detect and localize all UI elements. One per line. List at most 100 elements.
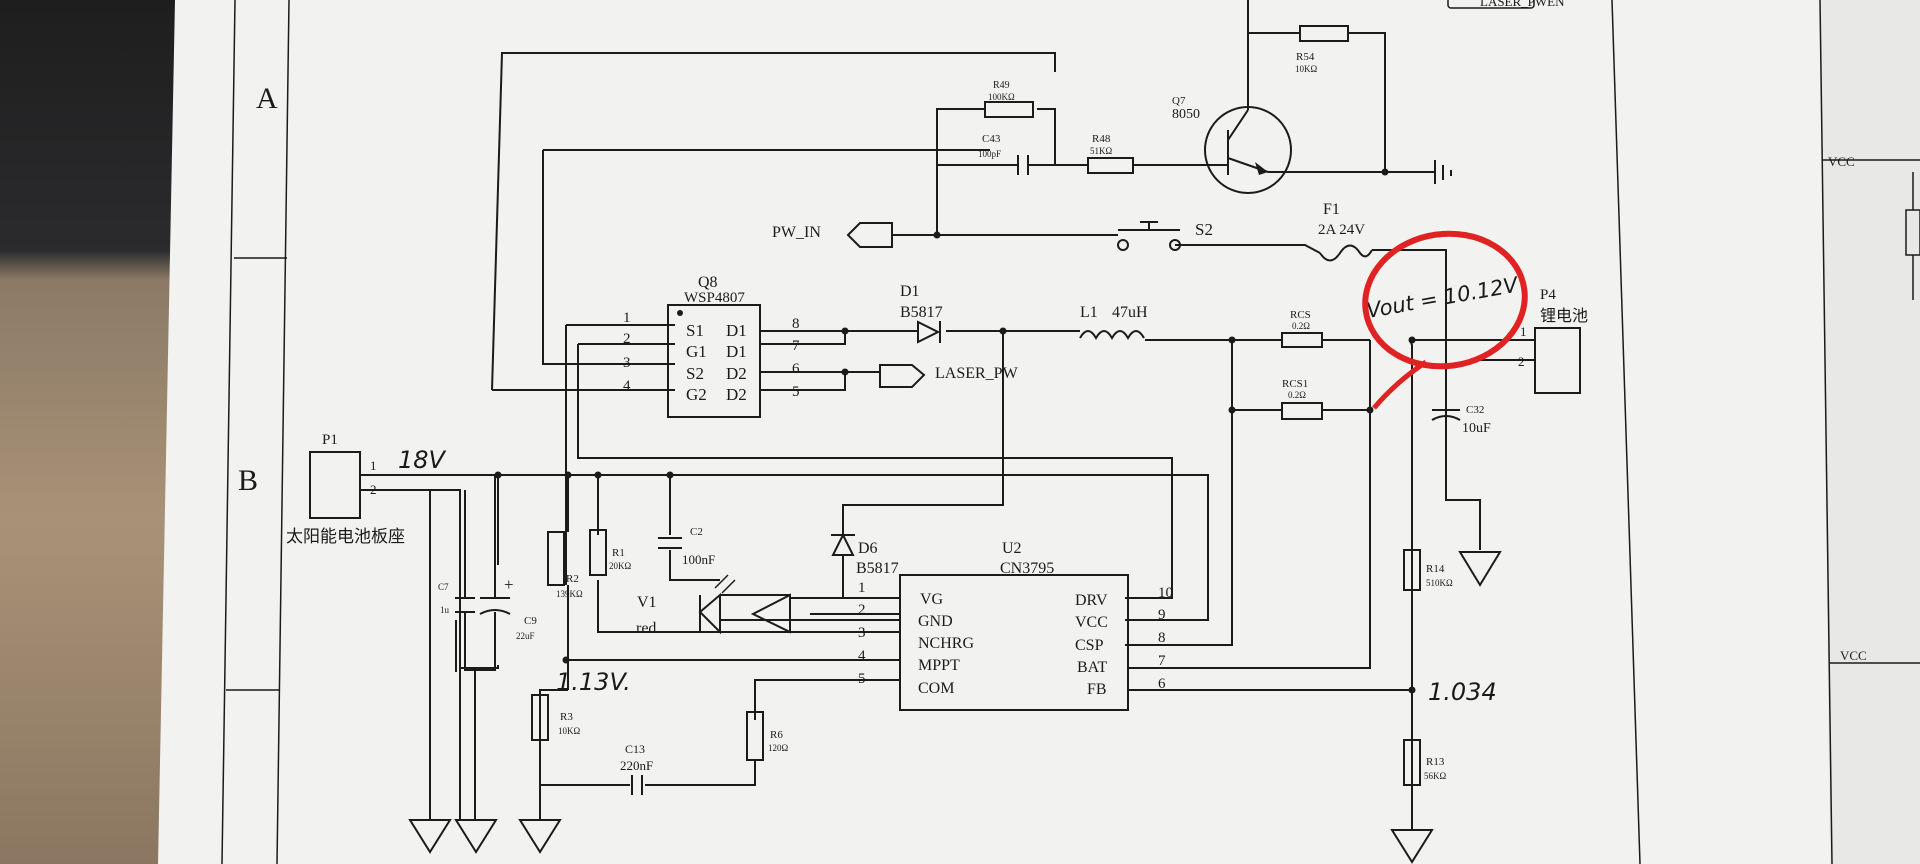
q8-pin-label-d1a: D1 xyxy=(726,321,747,340)
c13-capacitor: C13 220nF xyxy=(620,742,653,795)
q8-pin-label-s2: S2 xyxy=(686,364,704,383)
header-fragment: LASER_PWEN xyxy=(1447,0,1565,9)
r2-value: 139KΩ xyxy=(556,589,583,599)
handwritten-vin: 18V xyxy=(398,446,447,474)
q8-pin-4: 4 xyxy=(623,378,631,394)
r1-ref: R1 xyxy=(612,547,625,559)
r1-resistor: R1 20KΩ xyxy=(589,529,631,576)
u2-pin-vcc: VCC xyxy=(1075,614,1108,631)
u2-part: CN3795 xyxy=(1000,560,1054,577)
ground-symbol-top xyxy=(1434,160,1452,184)
r3-resistor: R3 10KΩ xyxy=(531,694,580,741)
u2-pinnum-7: 7 xyxy=(1158,653,1166,669)
q8-pin-label-s1: S1 xyxy=(686,321,704,340)
d6-part: B5817 xyxy=(856,560,899,577)
ground-c9 xyxy=(454,819,498,854)
u2-pin-com: COM xyxy=(918,680,954,697)
r3-value: 10KΩ xyxy=(558,726,580,736)
ground-r3 xyxy=(518,819,562,854)
r14-ref: R14 xyxy=(1426,563,1445,575)
r2-resistor: R2 139KΩ xyxy=(547,531,583,599)
q8-pin-5: 5 xyxy=(792,384,800,400)
c43-ref: C43 xyxy=(982,133,1001,145)
p1-ref: P1 xyxy=(322,432,338,448)
r54-value: 10KΩ xyxy=(1295,64,1317,74)
laser-pwen-label: LASER_PWEN xyxy=(1480,0,1565,9)
rcs-resistor: RCS 0.2Ω xyxy=(1281,309,1323,348)
u2-pin-vg: VG xyxy=(920,591,944,608)
p1-pin-1: 1 xyxy=(370,458,377,473)
u2-pin-mppt: MPPT xyxy=(918,657,960,674)
r2-ref: R2 xyxy=(566,573,579,585)
u2-pin-drv: DRV xyxy=(1075,592,1108,609)
c43-capacitor: C43 100pF xyxy=(978,133,1029,175)
q8-pin-label-d2b: D2 xyxy=(726,385,747,404)
r1-value: 20KΩ xyxy=(609,561,631,571)
p4-name: 锂电池 xyxy=(1540,306,1588,325)
l1-ref: L1 xyxy=(1080,304,1098,321)
f1-ref: F1 xyxy=(1323,201,1340,218)
u2-pinnum-5: 5 xyxy=(858,671,866,687)
rcs-value: 0.2Ω xyxy=(1292,321,1310,331)
paper-shadow xyxy=(1820,0,1920,864)
left-border-frame: A B xyxy=(221,0,290,864)
r54-ref: R54 xyxy=(1296,51,1315,63)
p1-name: 太阳能电池板座 xyxy=(286,527,405,547)
r13-value: 56KΩ xyxy=(1424,771,1446,781)
vcc-label-top: VCC xyxy=(1828,154,1855,169)
q8-pin-label-d1b: D1 xyxy=(726,342,747,361)
q7-ref: Q7 xyxy=(1172,95,1186,107)
q8-pin-label-g1: G1 xyxy=(686,342,707,361)
p1-pin-2: 2 xyxy=(370,482,377,497)
buffer-triangle xyxy=(750,593,791,634)
c13-value: 220nF xyxy=(620,758,653,773)
q8-pin-2: 2 xyxy=(623,331,631,347)
s2-ref: S2 xyxy=(1195,220,1213,239)
q8-ref: Q8 xyxy=(698,274,718,291)
c9-ref: C9 xyxy=(524,615,537,627)
r3-ref: R3 xyxy=(560,711,573,723)
q8-pin-label-d2a: D2 xyxy=(726,364,747,383)
r14-resistor: R14 510KΩ xyxy=(1403,549,1453,591)
c7-capacitor: C7 1u xyxy=(438,582,475,615)
u2-pinnum-4: 4 xyxy=(858,648,866,664)
ground-c32 xyxy=(1458,551,1502,587)
f1-value: 2A 24V xyxy=(1318,222,1365,238)
r49-ref: R49 xyxy=(993,80,1010,91)
p1-solar-connector: P1 1 2 太阳能电池板座 xyxy=(286,432,405,547)
q8-pin-8: 8 xyxy=(792,316,800,332)
r6-value: 120Ω xyxy=(768,743,789,753)
row-label-b: B xyxy=(238,464,258,497)
u2-pinnum-10: 10 xyxy=(1158,585,1173,601)
r48-value: 51KΩ xyxy=(1090,146,1112,156)
q8-pin-1: 1 xyxy=(623,310,631,326)
u2-pin-nchrg: NCHRG xyxy=(918,635,974,652)
r6-ref: R6 xyxy=(770,729,783,741)
paper-sheet xyxy=(158,0,1920,864)
v1-led: V1 red xyxy=(636,574,736,637)
p4-pin-1: 1 xyxy=(1520,324,1527,339)
u2-pin-gnd: GND xyxy=(918,613,953,630)
d6-ref: D6 xyxy=(858,540,878,557)
vcc-label-bottom: VCC xyxy=(1840,648,1867,663)
c43-value: 100pF xyxy=(978,149,1001,159)
r48-resistor: R48 51KΩ xyxy=(1087,133,1134,174)
r13-ref: R13 xyxy=(1426,756,1445,768)
p4-ref: P4 xyxy=(1540,287,1556,303)
c7-value: 1u xyxy=(440,605,450,615)
u2-pinnum-3: 3 xyxy=(858,625,866,641)
handwritten-mppt: 1.13V. xyxy=(556,668,631,696)
right-panel: VCC VCC xyxy=(1611,0,1920,864)
c2-capacitor: C2 100nF xyxy=(658,526,715,567)
r14-value: 510KΩ xyxy=(1426,578,1453,588)
rcs1-value: 0.2Ω xyxy=(1288,390,1306,400)
v1-color: red xyxy=(636,620,656,637)
l1-value: 47uH xyxy=(1112,304,1148,321)
p4-battery-connector: P4 锂电池 1 2 xyxy=(1518,287,1588,394)
ground-p1 xyxy=(408,819,452,854)
q7-part: 8050 xyxy=(1172,107,1200,122)
u2-pinnum-6: 6 xyxy=(1158,676,1166,692)
s2-switch: S2 xyxy=(1117,220,1213,251)
c13-ref: C13 xyxy=(625,742,645,756)
